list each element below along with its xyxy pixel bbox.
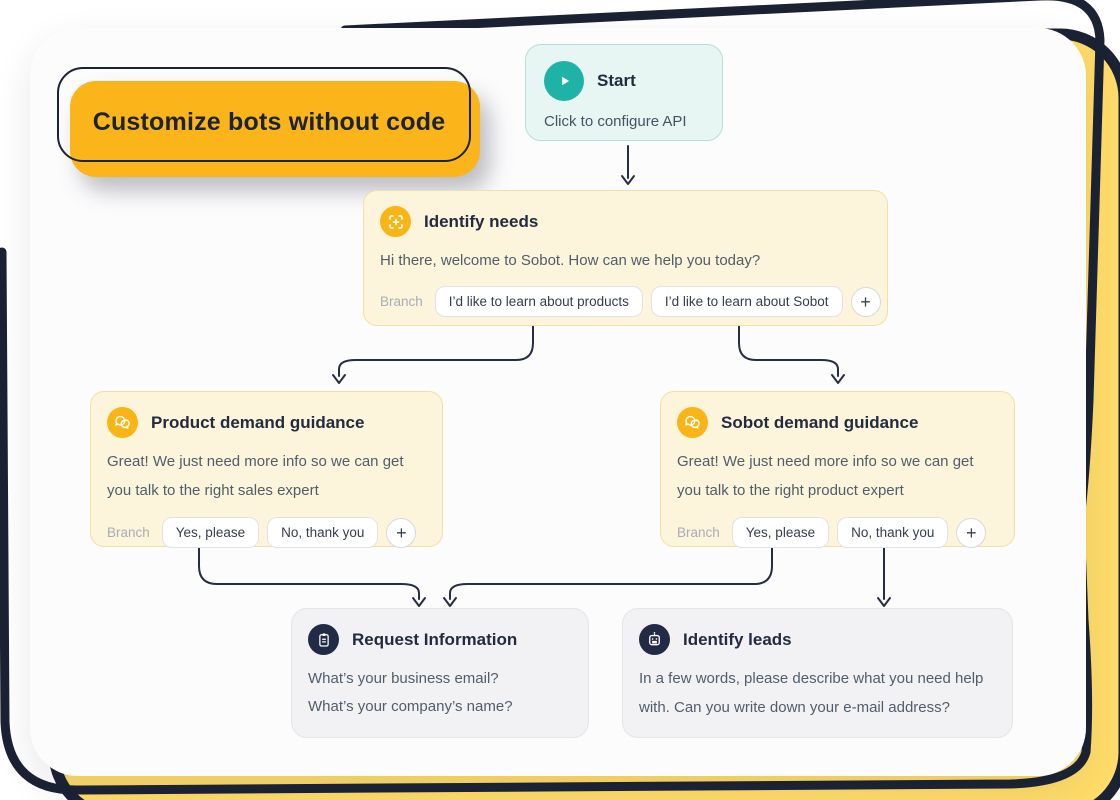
clipboard-icon bbox=[308, 624, 339, 655]
product-guidance-message: Great! We just need more info so we can … bbox=[107, 453, 404, 499]
title-sticker: Customize bots without code bbox=[70, 81, 480, 177]
chat-bubbles-icon bbox=[107, 407, 138, 438]
title-sticker-label: Customize bots without code bbox=[92, 107, 446, 136]
request-information-line: What’s your business email? bbox=[308, 670, 499, 687]
node-product-guidance[interactable]: Product demand guidance Great! We just n… bbox=[90, 391, 443, 548]
branch-yes-please[interactable]: Yes, please bbox=[161, 517, 260, 548]
start-subtitle: Click to configure API bbox=[544, 113, 687, 130]
branch-no-thank-you[interactable]: No, thank you bbox=[267, 517, 379, 548]
chat-bubbles-icon bbox=[677, 407, 708, 438]
play-icon bbox=[544, 61, 584, 101]
branch-label: Branch bbox=[107, 525, 150, 540]
node-sobot-guidance[interactable]: Sobot demand guidance Great! We just nee… bbox=[660, 391, 1015, 548]
branch-yes-please[interactable]: Yes, please bbox=[731, 517, 830, 548]
request-information-line: What’s your company’s name? bbox=[308, 697, 513, 715]
identify-needs-title: Identify needs bbox=[424, 211, 539, 231]
start-title: Start bbox=[597, 71, 636, 90]
branch-label: Branch bbox=[380, 294, 423, 310]
product-guidance-title: Product demand guidance bbox=[151, 412, 365, 432]
node-start[interactable]: Start Click to configure API bbox=[525, 44, 723, 141]
identify-leads-title: Identify leads bbox=[683, 629, 792, 649]
identify-leads-message: In a few words, please describe what you… bbox=[639, 670, 984, 716]
branch-learn-sobot[interactable]: I’d like to learn about Sobot bbox=[650, 286, 843, 318]
branch-no-thank-you[interactable]: No, thank you bbox=[837, 517, 949, 548]
add-branch-button[interactable]: + bbox=[386, 517, 417, 548]
node-identify-leads[interactable]: Identify leads In a few words, please de… bbox=[622, 608, 1013, 738]
scan-target-icon bbox=[380, 206, 411, 237]
sobot-guidance-title: Sobot demand guidance bbox=[721, 412, 919, 432]
node-identify-needs[interactable]: Identify needs Hi there, welcome to Sobo… bbox=[363, 190, 888, 326]
sobot-guidance-message: Great! We just need more info so we can … bbox=[677, 453, 974, 499]
node-request-information[interactable]: Request Information What’s your business… bbox=[291, 608, 589, 738]
branch-learn-products[interactable]: I’d like to learn about products bbox=[434, 286, 643, 318]
identify-needs-message: Hi there, welcome to Sobot. How can we h… bbox=[380, 252, 761, 269]
branch-label: Branch bbox=[677, 525, 720, 540]
add-branch-button[interactable]: + bbox=[956, 517, 987, 548]
add-branch-button[interactable]: + bbox=[850, 286, 881, 317]
robot-icon bbox=[639, 624, 670, 655]
request-information-title: Request Information bbox=[352, 629, 518, 649]
